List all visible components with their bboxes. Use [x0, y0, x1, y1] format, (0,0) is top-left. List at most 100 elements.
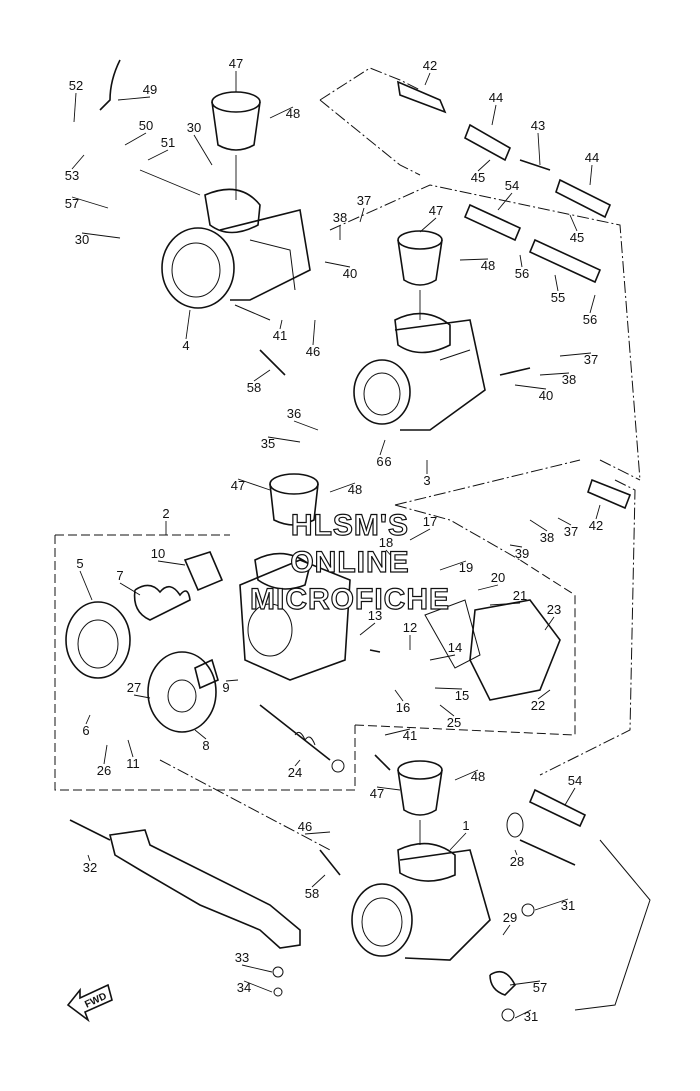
leader-line [489, 602, 521, 606]
forward-direction-arrow: FWD [66, 983, 113, 1023]
callout-label: 30 [187, 120, 201, 135]
callout-label: 51 [161, 135, 175, 150]
callout-label: 6 [384, 454, 391, 469]
leader-line [253, 369, 271, 382]
callout-label: 7 [116, 568, 123, 583]
leader-line [237, 478, 271, 491]
callout-label: 55 [551, 290, 565, 305]
leader-line [454, 769, 479, 781]
callout-label: 46 [306, 344, 320, 359]
leader-line [294, 759, 301, 767]
leader-line [359, 207, 365, 223]
assembly-boundaries [54, 67, 651, 1011]
leader-line [554, 274, 559, 292]
callout-label: 23 [547, 602, 561, 617]
float-chamber-cover-21 [424, 599, 561, 701]
callout-label: 19 [459, 560, 473, 575]
callout-label: 56 [583, 312, 597, 327]
callout-label: 38 [562, 372, 576, 387]
leader-line [491, 104, 497, 126]
diaphragm-cover-5 [65, 601, 131, 679]
leader-line [477, 159, 491, 172]
leader-line [595, 504, 601, 520]
leader-line [185, 309, 191, 340]
callout-label: 14 [448, 640, 462, 655]
callout-label: 37 [564, 524, 578, 539]
leader-line [157, 560, 186, 566]
callout-label: 42 [423, 58, 437, 73]
callout-label: 40 [539, 388, 553, 403]
callout-label: 20 [491, 570, 505, 585]
leader-line [79, 570, 93, 601]
leader-line [509, 980, 541, 986]
callout-label: 46 [298, 819, 312, 834]
callout-label: 5 [76, 556, 83, 571]
leader-line [514, 384, 547, 390]
leader-line [279, 319, 283, 330]
callout-label: 36 [287, 406, 301, 421]
callout-label: 41 [403, 728, 417, 743]
intake-funnel-47-bottom [397, 760, 443, 845]
leader-line [379, 439, 386, 456]
callout-label: 9 [222, 680, 229, 695]
callout-label: 58 [305, 886, 319, 901]
callout-label: 48 [481, 258, 495, 273]
diaphragm-plate-8 [147, 651, 219, 733]
leader-line [243, 980, 273, 993]
leader-line [429, 654, 456, 661]
leader-line [589, 164, 593, 186]
callout-label: 44 [489, 90, 503, 105]
leader-line [529, 519, 548, 532]
callout-label: 57 [533, 980, 547, 995]
piston-valve-10 [183, 551, 224, 592]
leader-line [519, 254, 523, 268]
callout-label: 6 [82, 723, 89, 738]
leader-line [384, 728, 411, 736]
callout-label: 24 [288, 765, 302, 780]
watermark: HLSM'S ONLINE MICROFICHE [249, 508, 450, 616]
callout-label: 15 [455, 688, 469, 703]
leader-line [439, 560, 467, 571]
callout-label: 39 [515, 546, 529, 561]
callout-label: 25 [447, 715, 461, 730]
callout-label: 47 [231, 478, 245, 493]
callout-label: 35 [261, 436, 275, 451]
callout-label: 31 [524, 1009, 538, 1024]
leader-line [225, 679, 239, 682]
callout-label: 38 [333, 210, 347, 225]
small-hardware [259, 349, 535, 1022]
callout-label: 42 [589, 518, 603, 533]
intake-funnel-47-top [211, 91, 261, 200]
callout-label: 47 [429, 203, 443, 218]
callout-label: 28 [510, 854, 524, 869]
callout-label: 1 [462, 818, 469, 833]
callout-label: 29 [503, 910, 517, 925]
leader-line [324, 261, 351, 268]
callout-label: 52 [69, 78, 83, 93]
leader-line [304, 831, 331, 835]
callout-label: 27 [127, 680, 141, 695]
callout-label: 16 [396, 700, 410, 715]
callout-label: 47 [370, 786, 384, 801]
callout-label: 48 [348, 482, 362, 497]
callout-label: 40 [343, 266, 357, 281]
callout-label: 38 [540, 530, 554, 545]
callout-label: 34 [237, 980, 251, 995]
leader-line [241, 964, 273, 973]
leader-line [117, 96, 151, 101]
callout-label: 30 [75, 232, 89, 247]
watermark-line-3: MICROFICHE [250, 583, 450, 616]
leader-line [559, 352, 592, 357]
leader-line [537, 689, 551, 700]
leader-line [514, 1009, 532, 1019]
callout-label: 32 [83, 860, 97, 875]
leader-line [267, 436, 301, 443]
leader-line [329, 482, 356, 493]
callout-label: 57 [65, 196, 79, 211]
leader-line [124, 132, 147, 146]
leader-line [194, 729, 207, 740]
leader-line [439, 704, 455, 717]
callout-label: 47 [229, 56, 243, 71]
callout-label: 37 [357, 193, 371, 208]
